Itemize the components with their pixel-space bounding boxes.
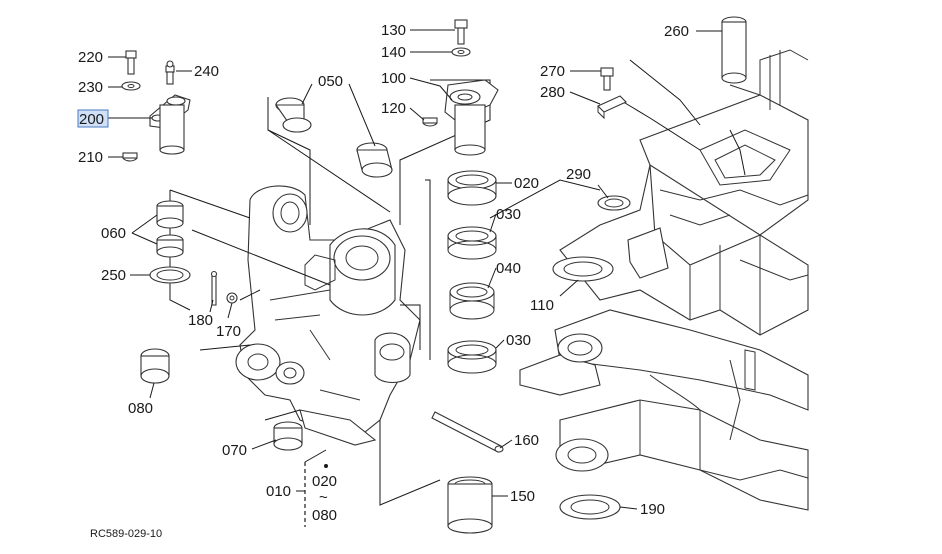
- callout-150[interactable]: 150: [510, 488, 535, 505]
- callout-200[interactable]: 200: [79, 111, 104, 128]
- selected-callout-highlight: [77, 109, 109, 128]
- callout-180[interactable]: 180: [188, 312, 213, 329]
- callout-030-upper[interactable]: 030: [496, 206, 521, 223]
- part-030-bearing-lower: [447, 340, 497, 374]
- callout-270[interactable]: 270: [540, 63, 565, 80]
- callout-030-lower[interactable]: 030: [506, 332, 531, 349]
- callout-060[interactable]: 060: [101, 225, 126, 242]
- callout-170[interactable]: 170: [216, 323, 241, 340]
- callout-220[interactable]: 220: [78, 49, 103, 66]
- part-240-grease-nipple: [165, 60, 175, 85]
- callout-120[interactable]: 120: [381, 100, 406, 117]
- part-020-bearing: [447, 170, 497, 206]
- part-170-washer: [226, 292, 238, 304]
- callout-280[interactable]: 280: [540, 84, 565, 101]
- part-180-pin: [210, 270, 218, 306]
- callout-100[interactable]: 100: [381, 70, 406, 87]
- range-marker-dot: [324, 464, 328, 468]
- part-060-bushings: [156, 200, 184, 258]
- callout-230[interactable]: 230: [78, 79, 103, 96]
- part-260-pin: [721, 16, 747, 84]
- range-from: 020: [312, 473, 337, 490]
- part-080-bushing: [140, 348, 170, 384]
- callout-290[interactable]: 290: [566, 166, 591, 183]
- callout-190[interactable]: 190: [640, 501, 665, 518]
- figure-code: RC589-029-10: [90, 528, 162, 540]
- part-220-bolt: [125, 50, 137, 75]
- frame-assembly-drawing: [519, 49, 809, 511]
- part-210-nut: [122, 152, 138, 162]
- callout-labels: 220 230 240 200 210 060 250 180 170 080 …: [78, 22, 689, 540]
- part-140-washer: [451, 47, 471, 57]
- part-150-sleeve: [447, 476, 493, 534]
- callout-260[interactable]: 260: [664, 23, 689, 40]
- part-040-bushing: [449, 282, 495, 320]
- callout-250[interactable]: 250: [101, 267, 126, 284]
- callout-050[interactable]: 050: [318, 73, 343, 90]
- part-200-pin: [149, 94, 191, 155]
- part-280-bracket: [597, 95, 627, 120]
- callout-130[interactable]: 130: [381, 22, 406, 39]
- part-030-bearing-upper: [447, 226, 497, 260]
- part-250-washer: [149, 266, 191, 284]
- part-100-pin: [444, 79, 499, 156]
- part-190-washer: [559, 494, 621, 520]
- part-050-bushings: [274, 97, 393, 178]
- part-230-washer: [121, 81, 141, 91]
- callout-080[interactable]: 080: [128, 400, 153, 417]
- range-to: 080: [312, 507, 337, 524]
- part-160-rod: [431, 411, 504, 453]
- range-tilde: ~: [319, 489, 328, 506]
- pivot-housing-drawing: [235, 185, 421, 446]
- callout-110[interactable]: 110: [530, 297, 554, 314]
- callout-140[interactable]: 140: [381, 44, 406, 61]
- part-290-washer: [597, 195, 631, 211]
- callout-020[interactable]: 020: [514, 175, 539, 192]
- part-270-bolt: [600, 67, 614, 91]
- callout-160[interactable]: 160: [514, 432, 539, 449]
- callout-070[interactable]: 070: [222, 442, 247, 459]
- callout-010[interactable]: 010: [266, 483, 291, 500]
- leader-lines: [108, 29, 722, 527]
- part-130-bolt: [454, 19, 468, 45]
- callout-040[interactable]: 040: [496, 260, 521, 277]
- callout-240[interactable]: 240: [194, 63, 219, 80]
- part-070-bushing: [273, 421, 303, 451]
- part-110-washer: [552, 256, 614, 282]
- callout-210[interactable]: 210: [78, 149, 103, 166]
- part-120-nut: [422, 117, 438, 127]
